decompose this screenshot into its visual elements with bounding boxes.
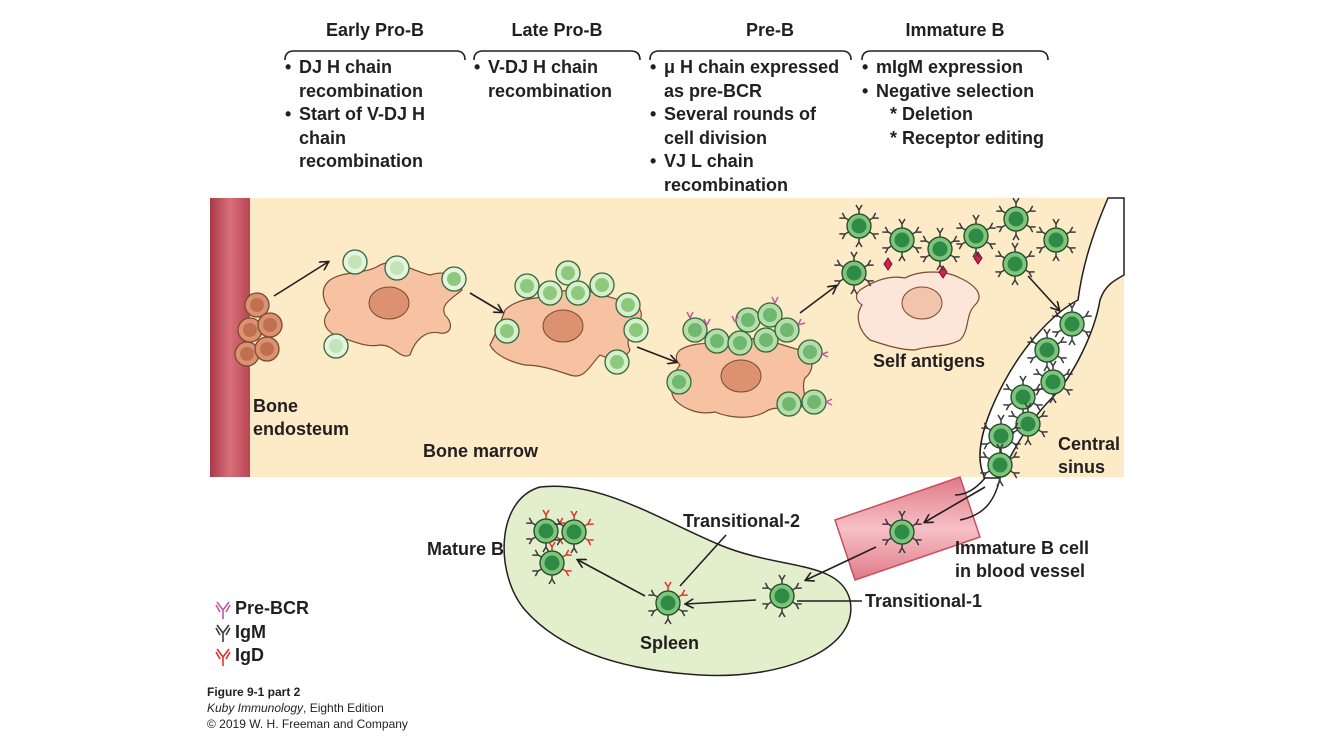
- label-central-sinus: Central sinus: [1058, 434, 1121, 477]
- legend-label: Pre-BCR: [235, 598, 310, 619]
- bullets-pre-b: μ H chain expressed as pre-BCR Several r…: [650, 56, 850, 197]
- b-cell: [554, 510, 594, 554]
- label-self-antigens: Self antigens: [873, 351, 986, 371]
- b-cell: [1003, 375, 1043, 419]
- caption-copyright: © 2019 W. H. Freeman and Company: [207, 717, 408, 731]
- label-immature-b-vessel: Immature B cell in blood vessel: [955, 538, 1090, 581]
- self-antigen-markers: [883, 251, 983, 279]
- b-cell: [1033, 360, 1073, 404]
- b-cell: [839, 204, 879, 248]
- b-cell: [1027, 328, 1067, 372]
- hsc-cluster: [234, 292, 283, 367]
- bullet: μ H chain expressed as pre-BCR: [650, 56, 850, 103]
- b-cell: [996, 197, 1036, 241]
- label-mature-b: Mature B: [427, 539, 505, 559]
- pre-b-cells: [666, 302, 827, 417]
- bullet: V-DJ H chain recombination: [474, 56, 624, 103]
- bullet: Several rounds of cell division: [650, 103, 850, 150]
- b-cell: [956, 214, 996, 258]
- bullet: VJ L chain recombination: [650, 150, 850, 197]
- igm-icon: [215, 624, 231, 643]
- caption-figure: Figure 9-1 part 2: [207, 685, 301, 699]
- b-cell: [648, 581, 688, 625]
- b-cell: [980, 443, 1020, 487]
- late-pro-b-cells: [494, 260, 649, 375]
- arrow-t2-to-mature: [578, 560, 646, 597]
- b-cell: [1052, 302, 1092, 346]
- b-cell: [920, 227, 960, 271]
- bullet: mIgM expression: [862, 56, 1052, 80]
- bullets-late-pro-b: V-DJ H chain recombination: [474, 56, 624, 103]
- b-cell: [834, 251, 874, 295]
- arrow-late-to-pre: [636, 346, 676, 362]
- sub-bullet: * Deletion: [890, 104, 974, 124]
- figure-caption: Figure 9-1 part 2 Kuby Immunology, Eight…: [207, 684, 408, 732]
- arrow-early-to-late: [469, 292, 502, 312]
- bullets-immature-b: mIgM expression Negative selection * Del…: [862, 56, 1052, 150]
- legend-label: IgD: [235, 645, 264, 666]
- arrow-immature-to-sinus: [1027, 275, 1059, 310]
- legend: Pre-BCR IgM IgD: [214, 597, 309, 668]
- b-cell: [526, 509, 566, 553]
- bullet: Start of V-DJ H chain recombination: [285, 103, 475, 174]
- label-transitional-1: Transitional-1: [865, 591, 983, 611]
- b-cell: [1036, 218, 1076, 262]
- caption-edition: , Eighth Edition: [303, 701, 384, 715]
- b-cell: [882, 218, 922, 262]
- early-pro-b-cells: [323, 249, 467, 359]
- b-cell: [882, 510, 922, 554]
- b-cell: [981, 414, 1021, 458]
- leader-transitional-2: [679, 534, 727, 587]
- igm-cells: [526, 197, 1092, 625]
- stage-title-late-pro-b: Late Pro-B: [511, 20, 603, 40]
- bullet: DJ H chain recombination: [285, 56, 475, 103]
- stromal-cell-self-antigen: [855, 271, 980, 351]
- b-cell: [532, 541, 572, 585]
- label-bone-endosteum: Bone endosteum: [253, 396, 350, 439]
- arrow-sinus-to-vessel: [925, 486, 986, 522]
- caption-book: Kuby Immunology: [207, 701, 304, 715]
- bullets-early-pro-b: DJ H chain recombination Start of V-DJ H…: [285, 56, 475, 174]
- b-cell: [1008, 402, 1048, 446]
- pre-bcr-icon: [215, 601, 231, 619]
- stromal-cell-1: [322, 262, 463, 357]
- caption-book-line: Kuby Immunology, Eighth Edition: [207, 700, 408, 716]
- legend-item-pre-bcr: Pre-BCR: [214, 597, 309, 621]
- label-spleen: Spleen: [640, 633, 700, 653]
- arrow-pre-to-immature: [799, 286, 836, 314]
- stage-title-immature-b: Immature B: [905, 20, 1005, 40]
- spleen-shape: [503, 485, 852, 677]
- pre-bcr-receptors: [686, 296, 833, 406]
- igd-icon: [215, 648, 231, 666]
- b-cell: [995, 242, 1035, 286]
- legend-item-igd: IgD: [214, 644, 309, 668]
- sub-bullet: * Receptor editing: [890, 127, 1045, 148]
- arrow-t1-to-t2: [686, 600, 757, 604]
- stage-title-pre-b: Pre-B: [745, 20, 794, 40]
- legend-label: IgM: [235, 621, 266, 642]
- arrow-vessel-to-t1: [806, 546, 877, 580]
- b-cell: [762, 574, 802, 618]
- arrow-hsc-to-early: [273, 262, 328, 297]
- stage-title-early-pro-b: Early Pro-B: [325, 20, 425, 40]
- central-sinus: [979, 197, 1125, 479]
- arrows: [273, 262, 1059, 604]
- stromal-cell-3: [670, 338, 813, 418]
- legend-item-igm: IgM: [214, 621, 309, 645]
- label-transitional-2: Transitional-2: [683, 511, 801, 531]
- bullet: Negative selection: [862, 80, 1052, 104]
- label-bone-marrow: Bone marrow: [423, 441, 539, 461]
